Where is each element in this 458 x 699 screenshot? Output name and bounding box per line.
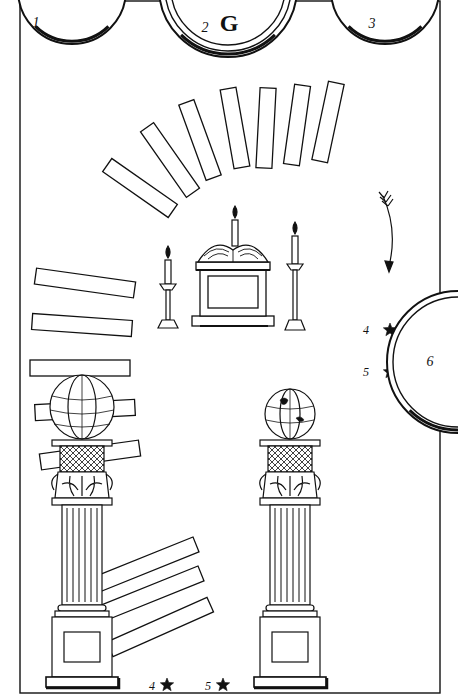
callout-number: 3 bbox=[369, 17, 376, 31]
circle-outline bbox=[330, 0, 440, 45]
callout-number: 2 bbox=[202, 21, 209, 35]
floor-circle: 6 bbox=[386, 290, 458, 434]
circle-outline bbox=[386, 290, 458, 434]
glory-circle: 2G bbox=[158, 0, 298, 58]
floor-circle: 3 bbox=[330, 0, 440, 45]
letter-symbol: G bbox=[220, 11, 239, 35]
callout-number: 4 bbox=[148, 680, 156, 692]
callout-number: 5 bbox=[204, 680, 212, 692]
callout-number: 4 bbox=[362, 324, 370, 336]
callout-number: 6 bbox=[427, 355, 434, 369]
callout-number: 5 bbox=[362, 366, 370, 378]
floor-circle: 1 bbox=[17, 0, 127, 45]
callout-number: 1 bbox=[33, 16, 40, 30]
